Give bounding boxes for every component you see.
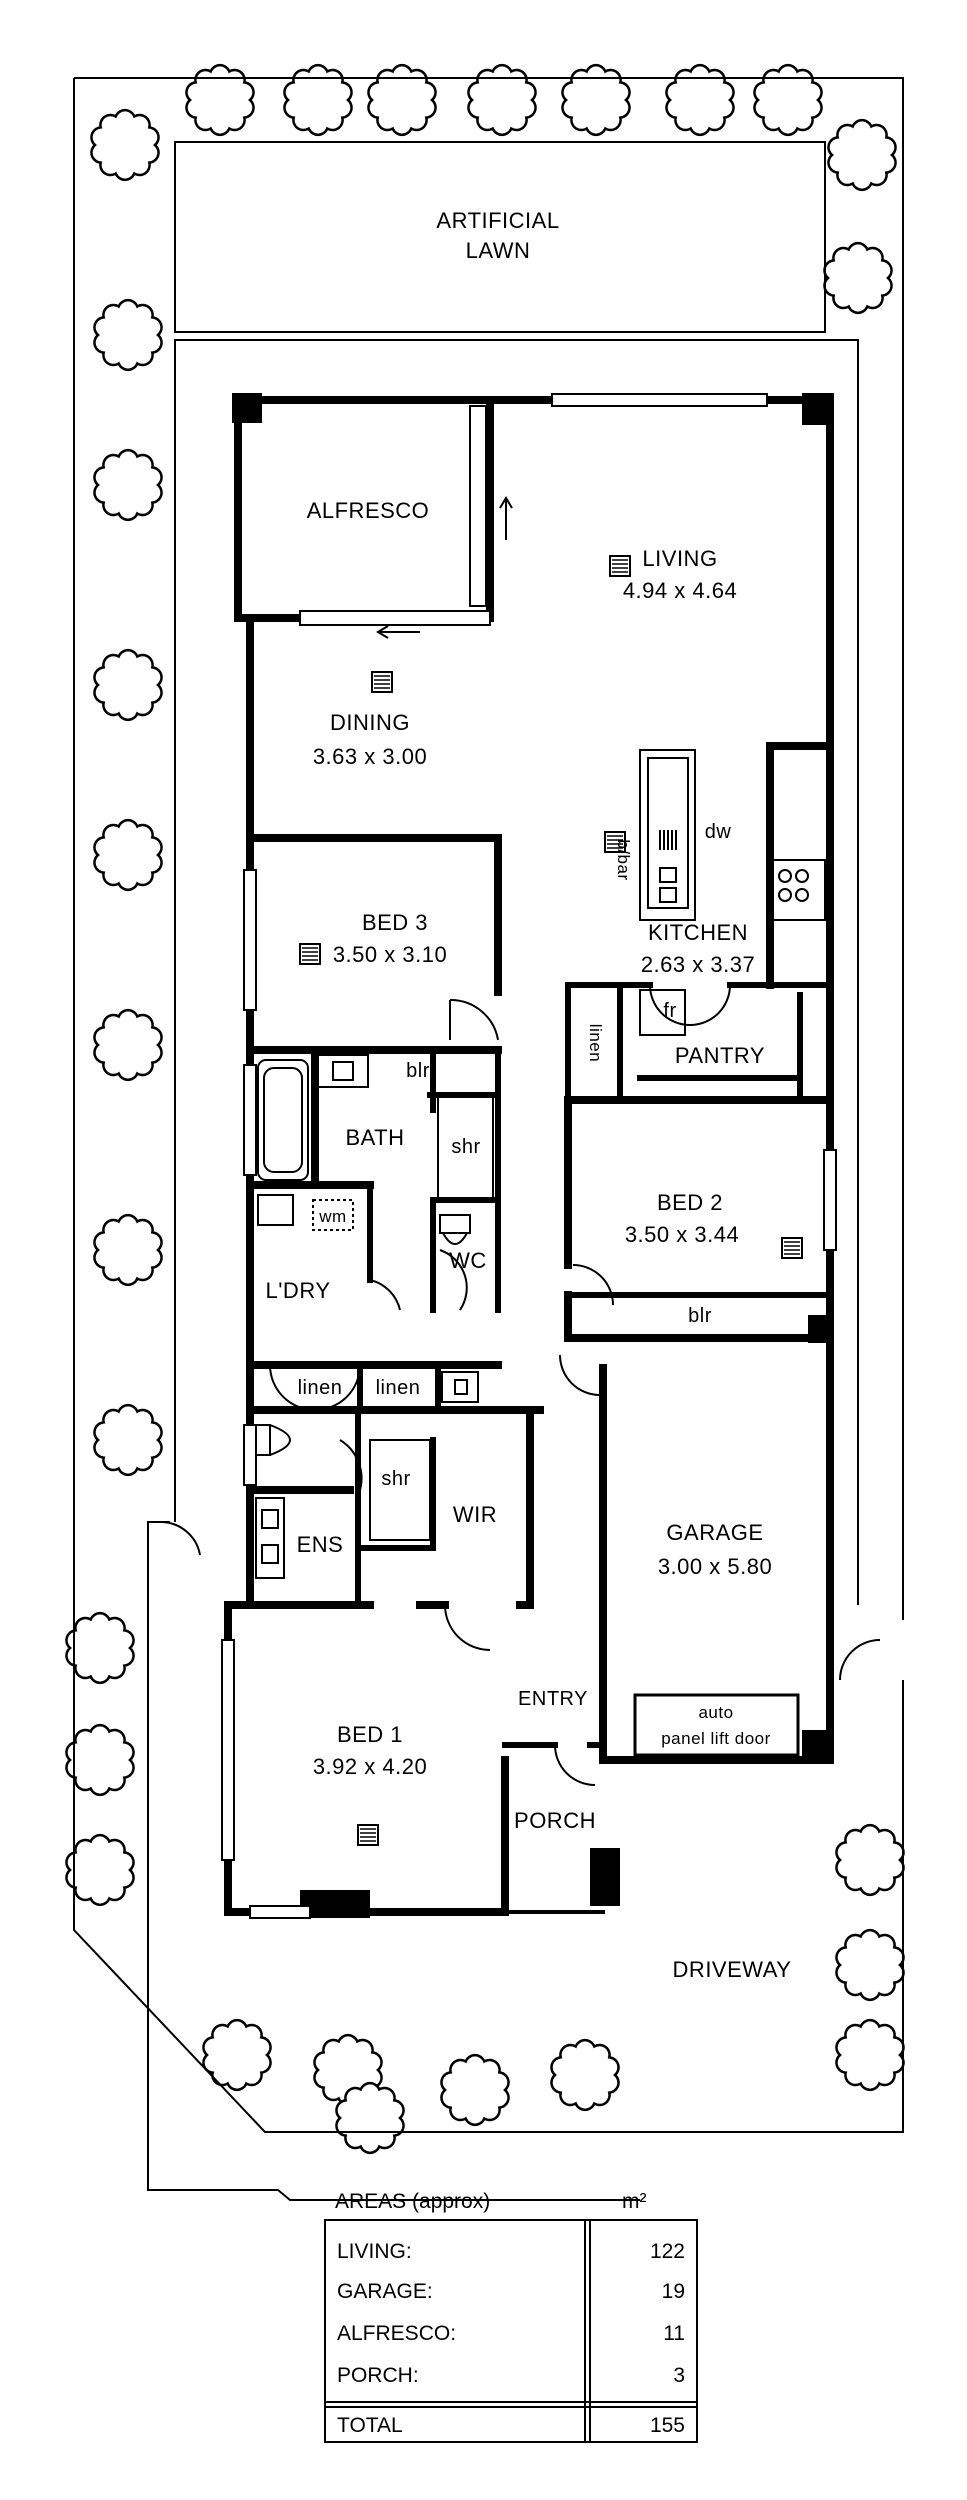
bed2-blr-label: blr xyxy=(688,1305,712,1327)
areas-total-value: 155 xyxy=(650,2414,685,2437)
tree-icon xyxy=(283,63,353,137)
tree-icon xyxy=(90,108,160,182)
areas-table: AREAS (approx) m² LIVING: 122 GARAGE: 19… xyxy=(324,2190,698,2443)
areas-unit: m² xyxy=(622,2190,647,2213)
bed3-label: BED 3 xyxy=(362,910,428,935)
butler-bar-label: b/bar xyxy=(614,839,633,880)
tree-icon xyxy=(93,648,163,722)
areas-row-label: LIVING: xyxy=(337,2240,412,2263)
ens-label: ENS xyxy=(297,1532,344,1557)
garage-door-label-1: auto xyxy=(698,1703,733,1722)
artificial-lawn-area xyxy=(174,141,826,333)
washing-machine-label: wm xyxy=(318,1207,346,1226)
lawn-label-1: ARTIFICIAL xyxy=(436,208,559,233)
site-boundary xyxy=(73,77,904,2201)
ensuite-shower-label: shr xyxy=(381,1468,410,1490)
bed2-size: 3.50 x 3.44 xyxy=(625,1222,739,1247)
room-marker-icon xyxy=(604,831,626,853)
tree-icon xyxy=(827,118,897,192)
bath-label: BATH xyxy=(345,1125,404,1150)
areas-table-frame xyxy=(324,2219,698,2443)
kitchen-linen-label: linen xyxy=(586,1024,605,1062)
porch-label: PORCH xyxy=(514,1808,596,1833)
tree-icon xyxy=(93,1008,163,1082)
living-size: 4.94 x 4.64 xyxy=(623,578,737,603)
windows xyxy=(221,393,837,1919)
driveway-label: DRIVEWAY xyxy=(673,1957,792,1982)
room-marker-icon xyxy=(609,555,631,577)
ldry-label: L'DRY xyxy=(266,1278,331,1303)
tree-icon xyxy=(93,298,163,372)
pantry-label: PANTRY xyxy=(675,1043,765,1068)
tree-icon xyxy=(367,63,437,137)
dishwasher-label: dw xyxy=(705,821,732,843)
areas-row-label: ALFRESCO: xyxy=(337,2322,456,2345)
room-marker-icon xyxy=(371,671,393,693)
bed3-size: 3.50 x 3.10 xyxy=(333,942,447,967)
entry-label: ENTRY xyxy=(518,1688,588,1710)
wc-label: WC xyxy=(449,1248,487,1273)
kitchen-size: 2.63 x 3.37 xyxy=(641,952,755,977)
wir-label: WIR xyxy=(453,1502,497,1527)
dining-label: DINING xyxy=(330,710,410,735)
piers xyxy=(232,393,834,1918)
tree-icon xyxy=(65,1611,135,1685)
bath-shower-label: shr xyxy=(451,1136,480,1158)
garage-label: GARAGE xyxy=(666,1520,763,1545)
room-marker-icon xyxy=(781,1237,803,1259)
tree-icon xyxy=(561,63,631,137)
tree-icon xyxy=(65,1833,135,1907)
linen-b-label: linen xyxy=(376,1377,421,1399)
linen-a-label: linen xyxy=(298,1377,343,1399)
areas-title: AREAS (approx) xyxy=(335,2190,490,2213)
bathroom-fittings xyxy=(255,1054,494,1579)
tree-icon xyxy=(335,2081,405,2155)
lawn-label-2: LAWN xyxy=(466,238,531,263)
door-swings xyxy=(159,984,881,1786)
areas-row-value: 122 xyxy=(650,2240,685,2263)
tree-icon xyxy=(835,1823,905,1897)
kitchen-label: KITCHEN xyxy=(648,920,748,945)
room-markers xyxy=(299,555,803,1846)
garage-door-label-2: panel lift door xyxy=(661,1729,771,1748)
sliding-door-arrows xyxy=(376,496,513,639)
tree-icon xyxy=(93,1213,163,1287)
tree-icon xyxy=(93,818,163,892)
tree-icon xyxy=(753,63,823,137)
tree-icon xyxy=(823,241,893,315)
areas-row-value: 19 xyxy=(662,2280,685,2303)
bed1-size: 3.92 x 4.20 xyxy=(313,1754,427,1779)
tree-group xyxy=(65,63,905,2155)
fridge-label: fr xyxy=(663,1000,676,1022)
room-marker-icon xyxy=(299,943,321,965)
areas-row-value: 3 xyxy=(673,2364,685,2387)
alfresco-label: ALFRESCO xyxy=(307,498,430,523)
tree-icon xyxy=(665,63,735,137)
tree-icon xyxy=(440,2053,510,2127)
walls xyxy=(224,396,834,1916)
bed2-label: BED 2 xyxy=(657,1190,723,1215)
room-marker-icon xyxy=(357,1824,379,1846)
dining-size: 3.63 x 3.00 xyxy=(313,744,427,769)
tree-icon xyxy=(550,2038,620,2112)
tree-icon xyxy=(835,2018,905,2092)
garage-size: 3.00 x 5.80 xyxy=(658,1554,772,1579)
tree-icon xyxy=(202,2018,272,2092)
areas-total-label: TOTAL xyxy=(337,2414,403,2437)
tree-icon xyxy=(185,63,255,137)
tree-icon xyxy=(93,1403,163,1477)
areas-row-label: GARAGE: xyxy=(337,2280,433,2303)
tree-icon xyxy=(93,448,163,522)
areas-row-value: 11 xyxy=(663,2322,685,2345)
tree-icon xyxy=(65,1723,135,1797)
tree-icon xyxy=(467,63,537,137)
kitchen-fittings xyxy=(639,746,826,1036)
living-label: LIVING xyxy=(642,546,717,571)
bed1-label: BED 1 xyxy=(337,1722,403,1747)
areas-row-label: PORCH: xyxy=(337,2364,419,2387)
bath-blr-label: blr xyxy=(406,1060,430,1082)
tree-icon xyxy=(835,1928,905,2002)
